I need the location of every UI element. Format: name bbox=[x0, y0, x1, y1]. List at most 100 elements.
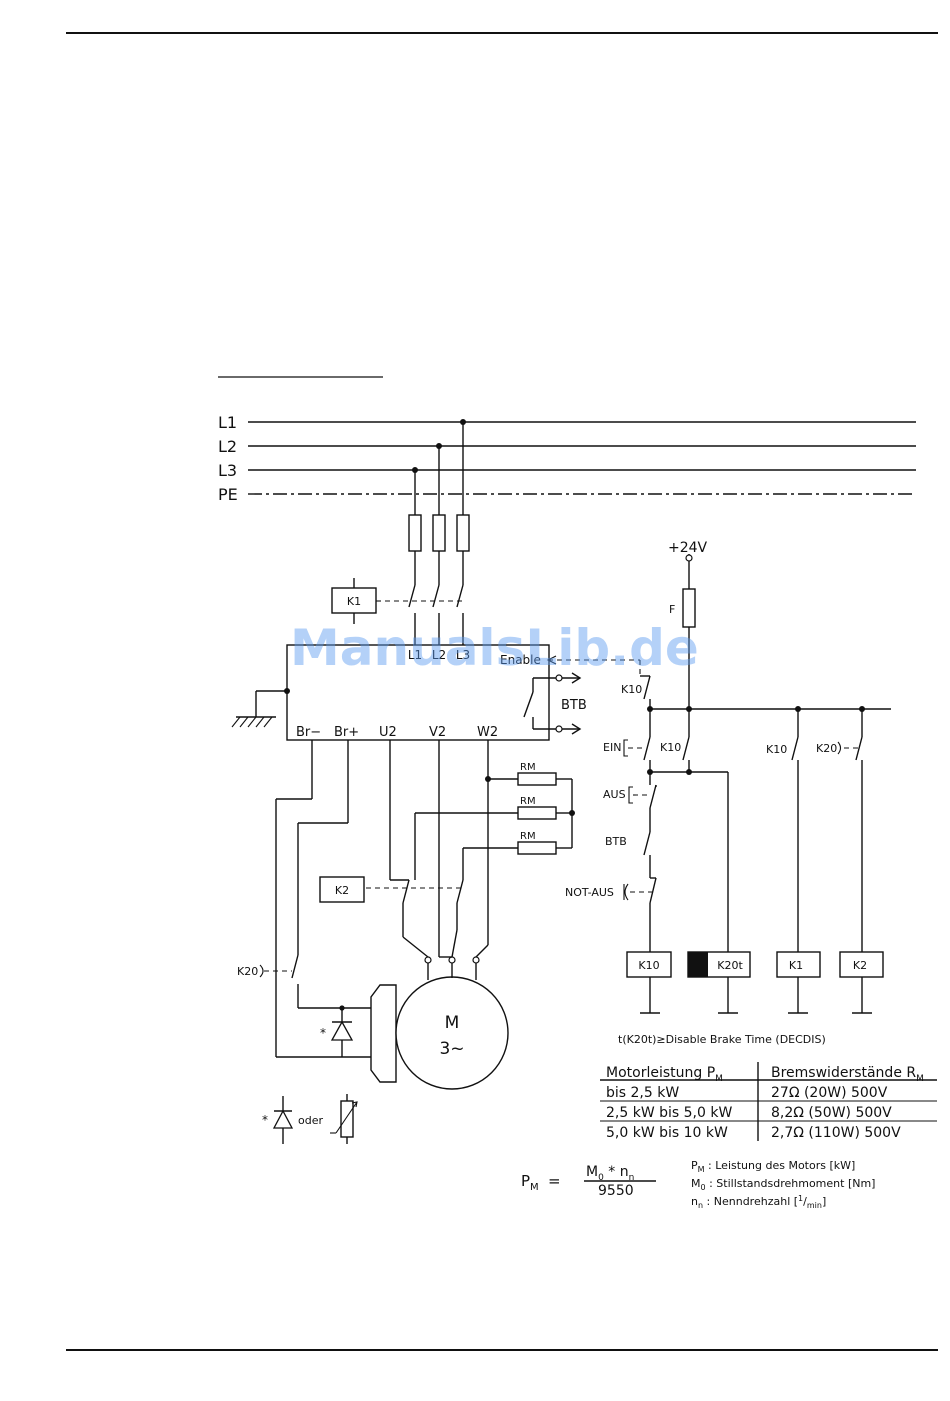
k2-ctrl-coil-label: K2 bbox=[853, 959, 867, 972]
braking-resistor bbox=[517, 841, 557, 855]
terminal-u2: U2 bbox=[379, 725, 397, 740]
bus-pe-label: PE bbox=[218, 485, 238, 504]
k2-ctrl-coil bbox=[839, 951, 884, 978]
drive-input-l2: L2 bbox=[432, 648, 446, 662]
servo-amplifier: L1 L2 L3 Enable BTB Br− Br+ U2 V2 W2 bbox=[286, 644, 641, 741]
k2-coil-label: K2 bbox=[335, 884, 349, 897]
supply-label: +24V bbox=[668, 540, 708, 556]
k1-contact bbox=[408, 584, 416, 608]
varistor-icon bbox=[340, 1100, 354, 1138]
k10-contact bbox=[682, 736, 690, 761]
fuse-symbol bbox=[408, 514, 422, 552]
not-aus-label: NOT-AUS bbox=[565, 886, 614, 899]
k1-contact bbox=[456, 584, 464, 608]
formula-equals: = bbox=[548, 1172, 561, 1190]
drive-input-l1: L1 bbox=[408, 648, 422, 662]
diode-icon bbox=[330, 1020, 354, 1041]
terminal-w2: W2 bbox=[477, 725, 498, 740]
k10-contact bbox=[791, 736, 799, 761]
resistor-label: RM bbox=[520, 762, 536, 773]
k10-contact bbox=[643, 675, 651, 700]
k1-ctrl-coil-label: K1 bbox=[789, 959, 803, 972]
table-cell: 2,7Ω (110W) 500V bbox=[771, 1125, 901, 1141]
ein-button-contact bbox=[643, 736, 651, 761]
k2-coil: K2 bbox=[319, 876, 365, 903]
legend-torque: M0 : Stillstandsdrehmoment [Nm] bbox=[691, 1177, 875, 1192]
fuse-symbol bbox=[456, 514, 470, 552]
btb-contact bbox=[643, 831, 651, 856]
oder-label: oder bbox=[298, 1114, 323, 1127]
enable-label: Enable bbox=[500, 653, 541, 667]
terminal-v2: V2 bbox=[429, 725, 446, 740]
diode-star: * bbox=[320, 1026, 326, 1040]
table-header-power: Motorleistung PM bbox=[606, 1065, 723, 1084]
power-formula: PM = M0 * nn 9550 PM : Leistung des Moto… bbox=[521, 1159, 875, 1210]
motor-circle bbox=[395, 976, 509, 1090]
braking-resistor bbox=[517, 806, 557, 820]
drive-input-l3: L3 bbox=[456, 648, 470, 662]
motor: M 3~ bbox=[395, 956, 509, 1090]
legend-speed: nn : Nenndrehzahl [1/min] bbox=[691, 1194, 826, 1210]
brake-wiring: K20 * bbox=[237, 740, 397, 1083]
terminal-br-plus: Br+ bbox=[334, 725, 359, 740]
btb-contact-label: BTB bbox=[605, 835, 627, 848]
formula-numerator: M0 * nn bbox=[586, 1164, 634, 1183]
k20-contact bbox=[855, 736, 863, 761]
k10-branch-label: K10 bbox=[766, 743, 787, 756]
bus-l3-label: L3 bbox=[218, 461, 237, 480]
not-aus-contact bbox=[649, 877, 657, 904]
k1-coil: K1 bbox=[331, 578, 377, 624]
k20t-coil-label: K20t bbox=[717, 959, 743, 972]
line-fuses bbox=[376, 422, 470, 645]
k1-coil-label: K1 bbox=[347, 595, 361, 608]
option-star: * bbox=[262, 1113, 268, 1127]
table-header-resistors: Bremswiderstände RM bbox=[771, 1065, 924, 1084]
k1-contact bbox=[432, 584, 440, 608]
ground-symbol bbox=[231, 688, 290, 728]
braking-resistor bbox=[517, 772, 557, 786]
resistor-table: Motorleistung PM Bremswiderstände RM bis… bbox=[600, 1062, 937, 1141]
btb-output-label: BTB bbox=[561, 698, 587, 713]
ein-label: EIN bbox=[603, 741, 621, 754]
k20-brake-contact bbox=[291, 954, 299, 979]
k10-coil-label: K10 bbox=[638, 959, 659, 972]
motor-m-label: M bbox=[445, 1013, 460, 1033]
control-circuit: +24V F K10 EIN K10 bbox=[565, 540, 891, 1046]
table-cell: 8,2Ω (50W) 500V bbox=[771, 1105, 892, 1121]
k20-brake-label: K20 bbox=[237, 965, 258, 978]
motor-leads: RM RM RM bbox=[366, 740, 575, 958]
control-fuse-label: F bbox=[669, 603, 675, 616]
amplifier-box bbox=[286, 644, 550, 741]
delay-marker bbox=[688, 952, 708, 977]
fuse-symbol bbox=[432, 514, 446, 552]
brake-housing bbox=[370, 984, 397, 1083]
table-cell: bis 2,5 kW bbox=[606, 1085, 679, 1101]
bus-l1-label: L1 bbox=[218, 413, 237, 432]
brake-options: * oder bbox=[262, 1094, 358, 1144]
terminal-br-minus: Br− bbox=[296, 725, 321, 740]
formula-lhs: PM bbox=[521, 1172, 539, 1193]
resistor-label: RM bbox=[520, 796, 536, 807]
table-cell: 27Ω (20W) 500V bbox=[771, 1085, 888, 1101]
k20-branch-label: K20 bbox=[816, 742, 837, 755]
k10-contact-label: K10 bbox=[621, 683, 642, 696]
legend-power: PM : Leistung des Motors [kW] bbox=[691, 1159, 855, 1174]
k10-coil bbox=[626, 951, 672, 978]
resistor-label: RM bbox=[520, 831, 536, 842]
k2-contact bbox=[456, 879, 464, 904]
diode-icon bbox=[272, 1109, 294, 1129]
table-cell: 2,5 kW bis 5,0 kW bbox=[606, 1105, 732, 1121]
aus-label: AUS bbox=[603, 788, 626, 801]
bus-l2-label: L2 bbox=[218, 437, 237, 456]
formula-denominator: 9550 bbox=[598, 1183, 634, 1199]
motor-phase-label: 3~ bbox=[439, 1039, 464, 1059]
aus-button-contact bbox=[649, 784, 657, 809]
delay-note: t(K20t)≥Disable Brake Time (DECDIS) bbox=[618, 1033, 826, 1046]
k10-hold-label: K10 bbox=[660, 741, 681, 754]
supply-bus: L1 L2 L3 PE bbox=[218, 413, 916, 504]
btb-relay-contact bbox=[523, 691, 534, 718]
table-cell: 5,0 kW bis 10 kW bbox=[606, 1125, 728, 1141]
watermark: ManualsLib.de bbox=[290, 619, 699, 677]
